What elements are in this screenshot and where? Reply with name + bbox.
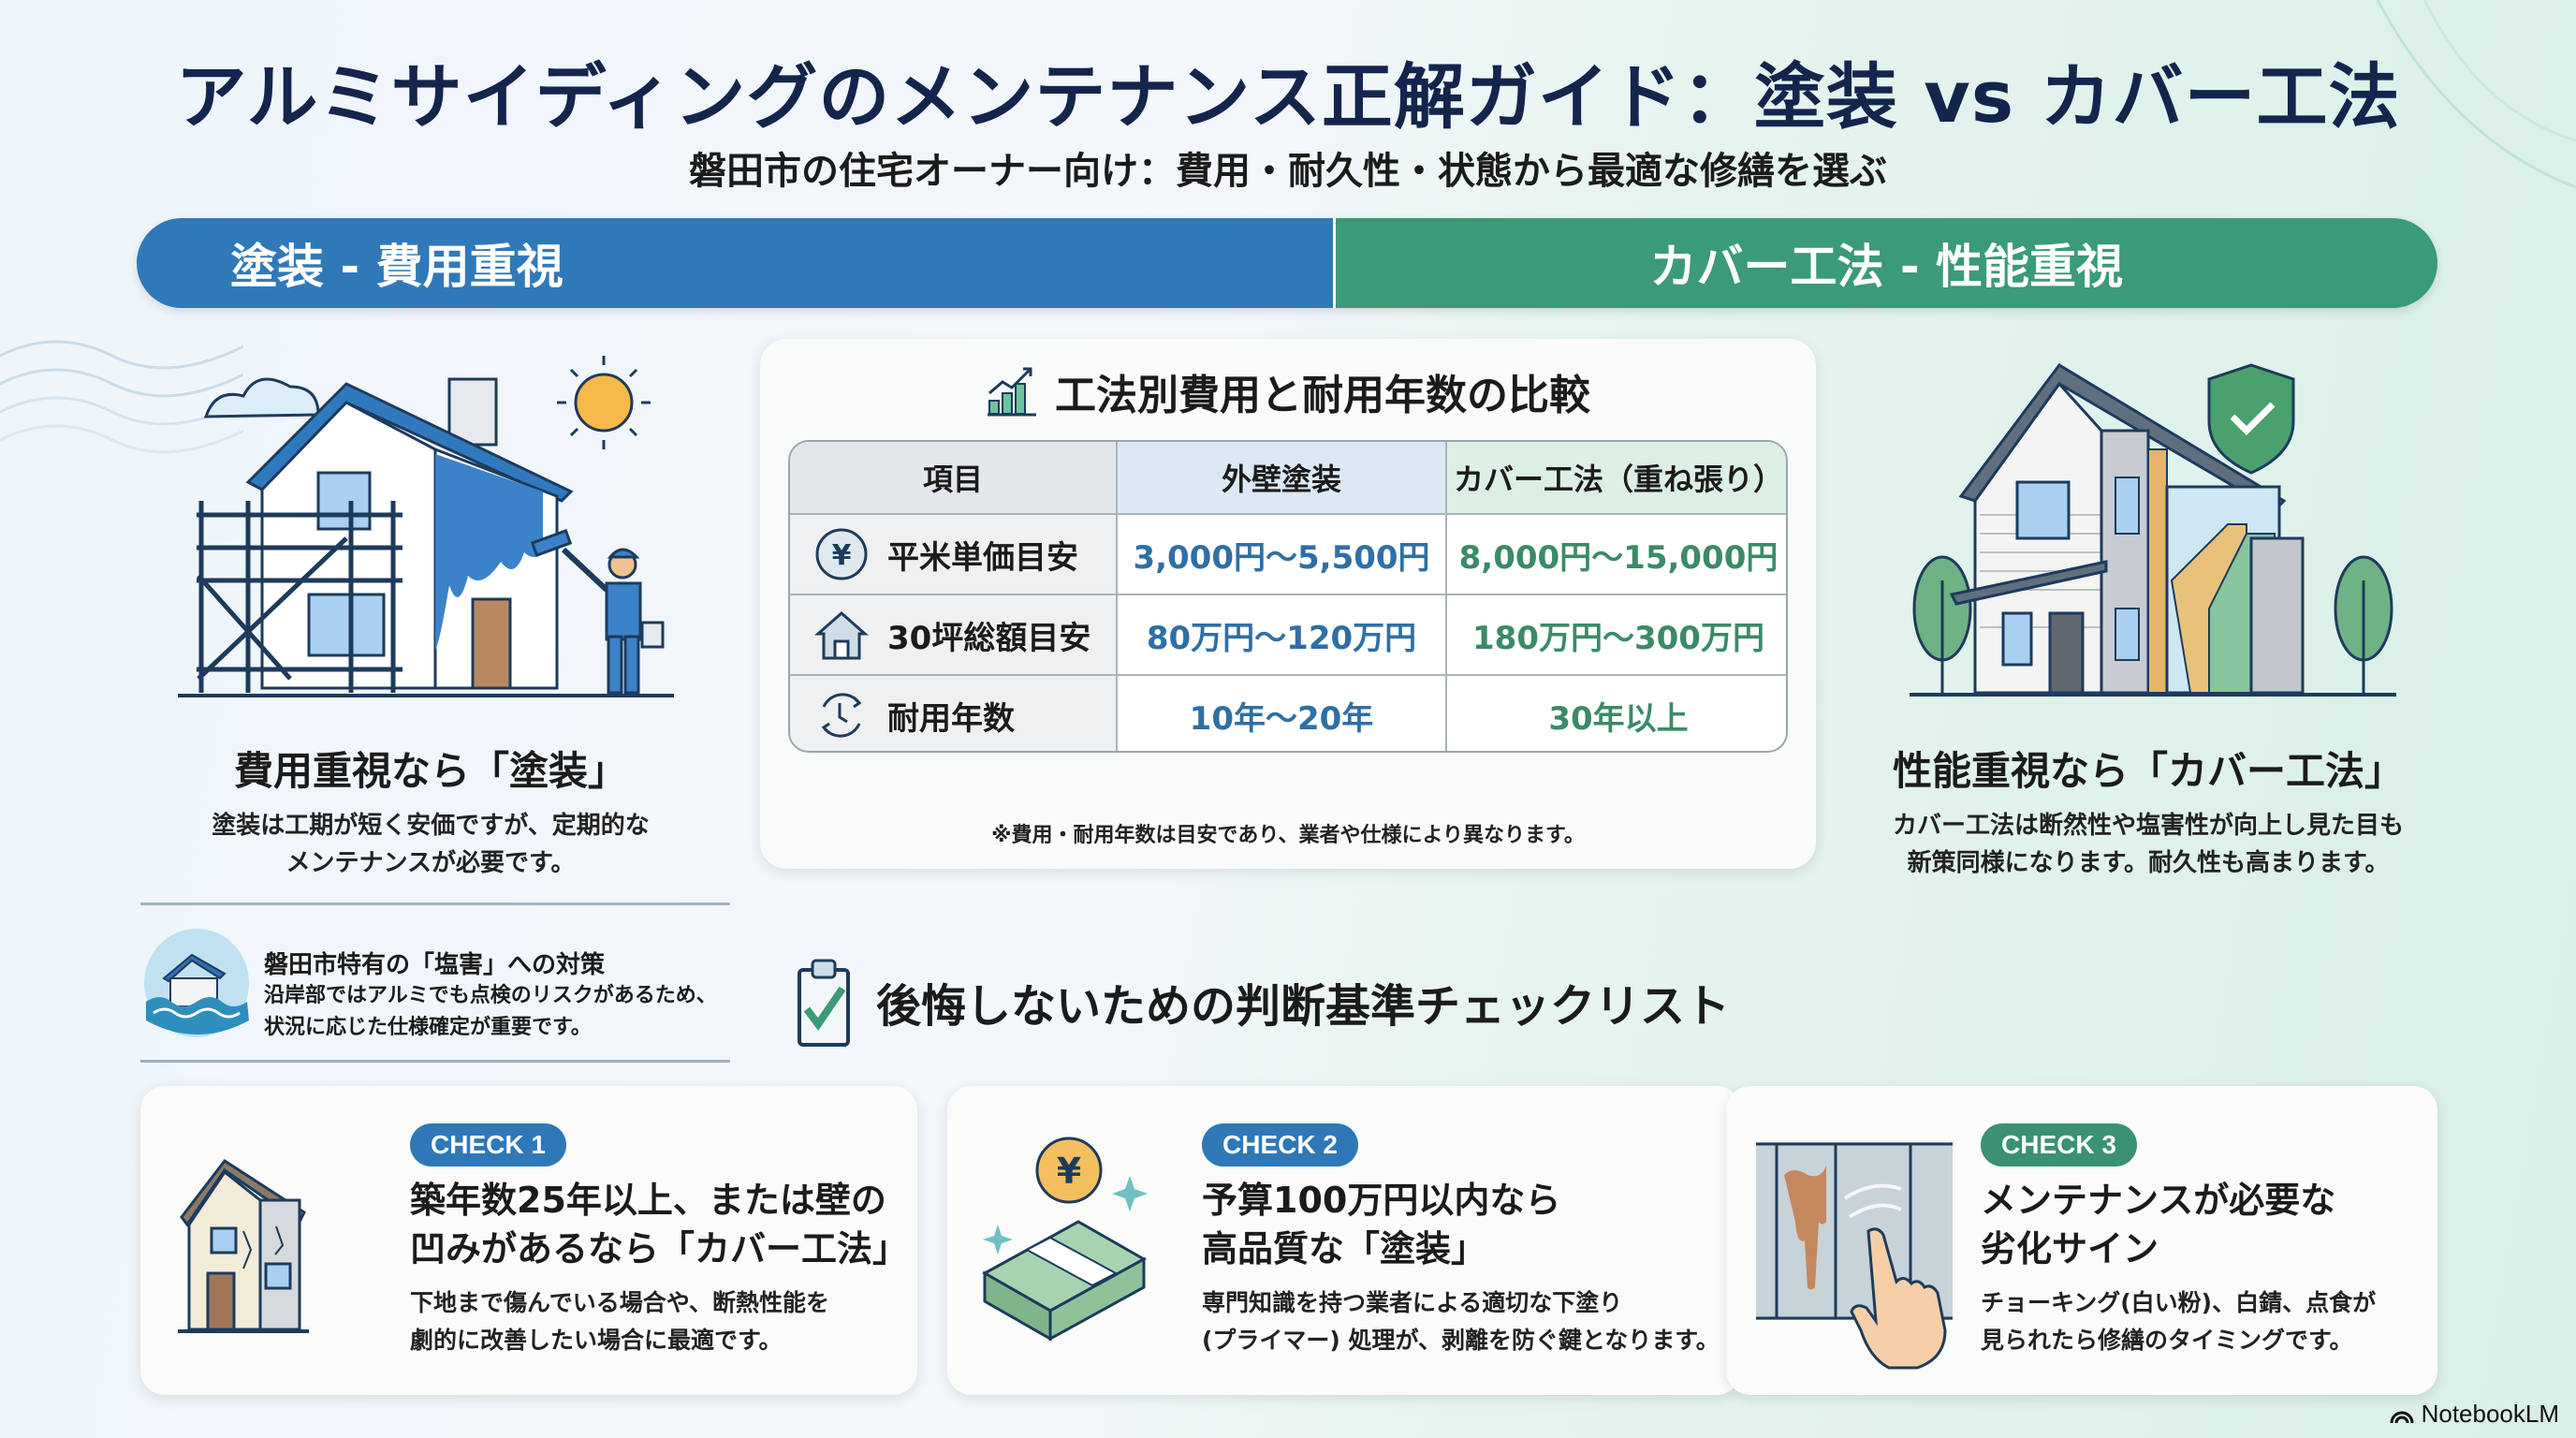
notebooklm-brand: NotebookLM — [2390, 1400, 2559, 1429]
cover-panel-title: 性能重視なら「カバー工法」 — [1892, 748, 2404, 794]
check-desc-3-line2: 見られたら修繕のタイミングです。 — [1981, 1327, 2353, 1354]
banner-painting: 塗装 - 費用重視 — [137, 218, 1336, 308]
table-row-label: 30坪総額目安 — [790, 595, 1118, 676]
check-desc-3-line1: チョーキング(白い粉)、白錆、点食が — [1981, 1289, 2377, 1316]
divider-line — [140, 1060, 730, 1063]
check-card-1: CHECK 1 築年数25年以上、または壁の 凹みがあるなら「カバー工法」 下地… — [140, 1086, 917, 1395]
divider-line — [140, 902, 730, 905]
comparison-title: 工法別費用と耐用年数の比較 — [760, 361, 1816, 421]
checklist-heading: 後悔しないための判断基準チェックリスト — [796, 955, 1730, 1049]
check-title-2-line1: 予算100万円以内なら — [1202, 1180, 1561, 1221]
table-cell-cover: 180万円〜300万円 — [1447, 595, 1786, 676]
clock-cycle-icon — [821, 693, 862, 738]
notebooklm-logo-icon — [2390, 1411, 2414, 1423]
check-title-1-line1: 築年数25年以上、または壁の — [410, 1180, 886, 1221]
sun-icon — [574, 373, 634, 433]
svg-text:¥: ¥ — [832, 539, 852, 572]
comparison-title-text: 工法別費用と耐用年数の比較 — [1055, 372, 1590, 419]
deteriorated-siding-icon — [1756, 1142, 1953, 1370]
pointing-hand-icon — [1850, 1227, 1947, 1370]
table-cell-cover: 8,000円〜15,000円 — [1447, 515, 1786, 595]
comparison-table: 項目 外壁塗装 カバー工法（重ね張り） ¥ 平米単価目安 3,000円〜5,50… — [788, 440, 1788, 753]
check-desc-2-line2: (プライマー) 処理が、剥離を防ぐ鍵となります。 — [1202, 1327, 1720, 1354]
check-card-3: CHECK 3 メンテナンスが必要な 劣化サイン チョーキング(白い粉)、白錆、… — [1726, 1086, 2437, 1395]
salt-damage-title: 磐田市特有の「塩害」への対策 — [264, 951, 606, 979]
page-title: アルミサイディングのメンテナンス正解ガイド：塗装 vs カバー工法 — [175, 55, 2401, 139]
yen-icon: ¥ — [815, 528, 868, 580]
comparison-banner: 塗装 - 費用重視 カバー工法 - 性能重視 — [137, 218, 2437, 308]
painting-panel-desc-1: 塗装は工期が短く安価ですが、定期的な — [212, 812, 650, 840]
comparison-card: 工法別費用と耐用年数の比較 項目 外壁塗装 カバー工法（重ね張り） ¥ 平米単価… — [760, 339, 1816, 869]
money-stack-icon: ¥ — [981, 1137, 1148, 1342]
check-desc-1-line1: 下地まで傷んでいる場合や、断熱性能を — [410, 1289, 830, 1316]
table-cell-painting: 80万円〜120万円 — [1118, 595, 1447, 676]
cover-panel-desc-1: カバー工法は断然性や塩害性が向上し見た目も — [1892, 812, 2404, 840]
house-cover-method-illustration — [1910, 363, 2396, 697]
cover-panel-desc-2: 新策同様になります。耐久性も高まります。 — [1907, 849, 2390, 877]
chart-growth-icon — [988, 367, 1036, 417]
comparison-note: ※費用・耐用年数は目安であり、業者や仕様により異なります。 — [991, 824, 1585, 847]
shield-check-icon — [2207, 363, 2295, 475]
check-desc-2-line1: 専門知識を持つ業者による適切な下塗り — [1202, 1289, 1623, 1316]
salt-damage-house-icon — [144, 929, 249, 1037]
house-icon — [814, 611, 869, 660]
svg-text:¥: ¥ — [1057, 1151, 1081, 1192]
salt-damage-desc-1: 沿岸部ではアルミでも点検のリスクがあるため、 — [264, 984, 717, 1007]
cracked-house-icon — [178, 1158, 309, 1333]
yen-coin-icon — [1035, 1137, 1103, 1204]
table-cell-painting: 10年〜20年 — [1118, 676, 1447, 751]
check-title-2-line2: 高品質な「塗装」 — [1202, 1228, 1487, 1269]
table-cell-cover: 30年以上 — [1447, 676, 1786, 751]
table-row-label: ¥ 平米単価目安 — [790, 515, 1118, 595]
house-painting-illustration — [178, 356, 674, 697]
check-title-3-line1: メンテナンスが必要な — [1981, 1180, 2336, 1221]
check-card-2: ¥ CHECK 2 予算100万円以内なら 高品質な「塗装」 専門知識を持つ業者… — [947, 1086, 1741, 1395]
check-badge-2: CHECK 2 — [1202, 1123, 1358, 1167]
table-header-cover: カバー工法（重ね張り） — [1447, 442, 1786, 515]
table-header-item: 項目 — [790, 442, 1118, 515]
salt-damage-desc-2: 状況に応じた仕様確定が重要です。 — [264, 1016, 592, 1039]
table-cell-painting: 3,000円〜5,500円 — [1118, 515, 1447, 595]
clipboard-check-icon — [798, 959, 850, 1047]
check-title-1-line2: 凹みがあるなら「カバー工法」 — [410, 1228, 909, 1269]
check-badge-1: CHECK 1 — [410, 1123, 566, 1167]
table-row-label: 耐用年数 — [790, 676, 1118, 751]
table-header-painting: 外壁塗装 — [1118, 442, 1447, 515]
painting-panel-title: 費用重視なら「塗装」 — [233, 748, 627, 794]
check-title-3-line2: 劣化サイン — [1981, 1228, 2159, 1269]
check-desc-1-line2: 劇的に改善したい場合に最適です。 — [410, 1327, 783, 1354]
page-subtitle: 磐田市の住宅オーナー向け：費用・耐久性・状態から最適な修繕を選ぶ — [689, 150, 1887, 193]
banner-cover-method: カバー工法 - 性能重視 — [1335, 218, 2437, 308]
check-badge-3: CHECK 3 — [1981, 1123, 2137, 1167]
painting-panel-desc-2: メンテナンスが必要です。 — [285, 849, 576, 877]
